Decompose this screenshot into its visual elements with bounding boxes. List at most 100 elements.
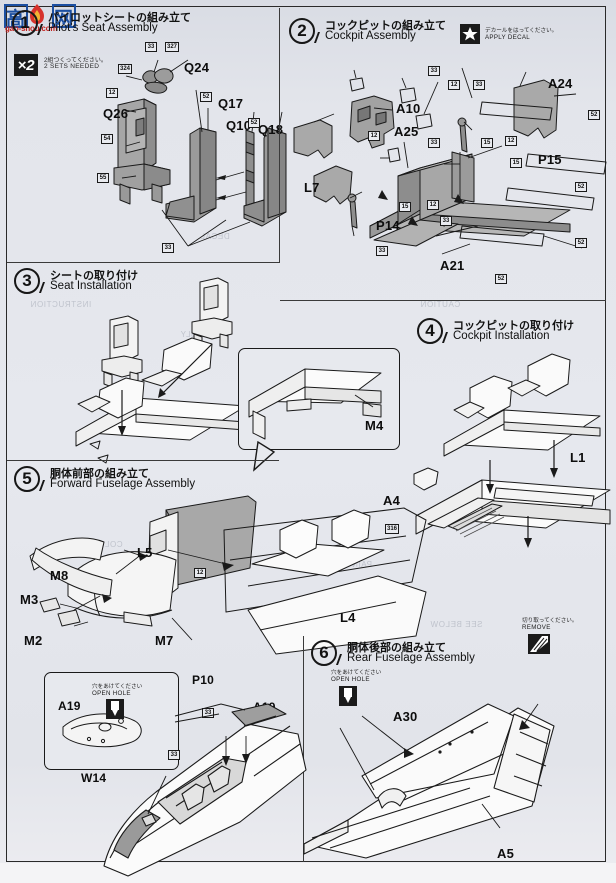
part-label-p14: P14 [376,218,400,233]
m4-callout-box [238,348,400,450]
part-label-a4: A4 [383,493,401,508]
step2-illustration [292,58,612,263]
part-label-a10: A10 [396,101,421,116]
part-label-q18: Q18 [258,122,284,137]
step-title-en-4: Cockpit Installation [453,330,550,342]
page-bottom-margin [0,863,616,883]
part-label-m2: M2 [24,633,43,648]
section-divider [7,262,279,263]
star-icon [460,24,480,44]
color-code: 33 [428,66,440,76]
step3-illustration [46,272,261,472]
color-code: 15 [399,202,411,212]
part-label-m7: M7 [155,633,174,648]
m4-callout-tail [252,440,312,480]
remove-en: REMOVE [522,624,551,631]
color-code: 52 [575,182,587,192]
color-code: 12 [505,136,517,146]
color-code: 12 [448,80,460,90]
step-number-4: 4 [417,318,443,344]
part-label-p10: P10 [192,673,214,687]
drill-hole-icon [106,699,124,719]
apply-decal-en: APPLY DECAL [485,34,531,41]
color-code: 12 [368,131,380,141]
color-code: 33 [440,216,452,226]
step1-illustration [96,50,296,270]
part-label-l4: L4 [340,610,356,625]
color-code: 52 [248,118,260,128]
sets-needed-badge: ×2 [14,54,38,76]
forward-fuselage-detail-illustration [96,690,316,880]
color-code: 33 [168,750,180,760]
step-title-jp-2: コックピットの組み立て [325,20,446,32]
color-code: 33 [473,80,485,90]
color-code: 52 [495,274,507,284]
part-label-m4: M4 [365,418,384,433]
step-number-2: 2 [289,18,315,44]
color-code: 33 [428,138,440,148]
part-label-m8: M8 [50,568,69,583]
a19-callout-box [44,672,179,770]
step-title-en-6: Rear Fuselage Assembly [347,652,475,664]
column-divider [303,636,304,862]
sets-needed-jp: 2組つくってください。 [44,58,107,64]
open-hole-jp-callout: 穴をあけてください [92,684,143,690]
step-title-jp-4: コックピットの取り付け [453,320,574,332]
step-title-en-2: Cockpit Assembly [325,30,416,42]
color-code: 33 [202,708,214,718]
column-divider [279,8,280,263]
section-divider [7,460,279,461]
color-code: 52 [575,238,587,248]
part-label-m3: M3 [20,592,39,607]
part-label-a30: A30 [393,709,418,724]
apply-decal-jp: デカールをはってください。 [485,28,558,34]
color-code: 12 [194,568,206,578]
open-hole-en-step6: OPEN HOLE [331,676,370,683]
part-label-p15: P15 [538,152,562,167]
color-code: 327 [165,42,180,52]
section-divider [280,300,606,301]
part-label-q10: Q10 [226,118,252,133]
part-label-q26: Q26 [103,106,129,121]
color-code: 55 [97,173,109,183]
step5-illustration [16,490,436,660]
cut-remove-icon [528,634,550,654]
color-code: 33 [162,243,174,253]
color-code: 54 [101,134,113,144]
a19-callout-leader [174,700,265,730]
step-number-5: 5 [14,466,40,492]
color-code: 15 [510,158,522,168]
color-code: 52 [588,110,600,120]
part-label-a19-callout: A19 [58,699,81,713]
part-label-a25: A25 [394,124,419,139]
step-number-3: 3 [14,268,40,294]
step4-illustration [386,348,611,563]
watermark-char-2: 网 [54,8,74,30]
step-title-en-3: Seat Installation [50,280,132,292]
remove-jp: 切り取ってください。 [522,618,578,624]
color-code: 316 [385,524,400,534]
color-code: 52 [200,92,212,102]
part-label-q17: Q17 [218,96,244,111]
open-hole-en-callout: OPEN HOLE [92,690,131,697]
color-code: 12 [427,200,439,210]
color-code: 324 [118,64,133,74]
part-label-l1: L1 [570,450,586,465]
step6-illustration [300,680,610,860]
part-label-q24: Q24 [184,60,210,75]
step-title-jp-1: パイロットシートの組み立て [48,12,191,24]
part-label-l7: L7 [304,180,320,195]
part-label-a24: A24 [548,76,573,91]
part-label-l5: L5 [137,545,153,560]
step-title-jp-6: 胴体後部の組み立て [347,642,446,654]
step-number-1: 1 [12,10,38,36]
step-title-en-1: Pilot's Seat Assembly [48,22,158,34]
step-title-jp-3: シートの取り付け [50,270,138,282]
sets-needed-en: 2 SETS NEEDED [44,63,100,70]
step-title-en-5: Forward Fuselage Assembly [50,478,196,490]
color-code: 33 [376,246,388,256]
part-label-a5: A5 [497,846,515,861]
open-hole-jp-step6: 穴をあけてください [331,670,382,676]
drill-hole-icon [339,686,357,706]
